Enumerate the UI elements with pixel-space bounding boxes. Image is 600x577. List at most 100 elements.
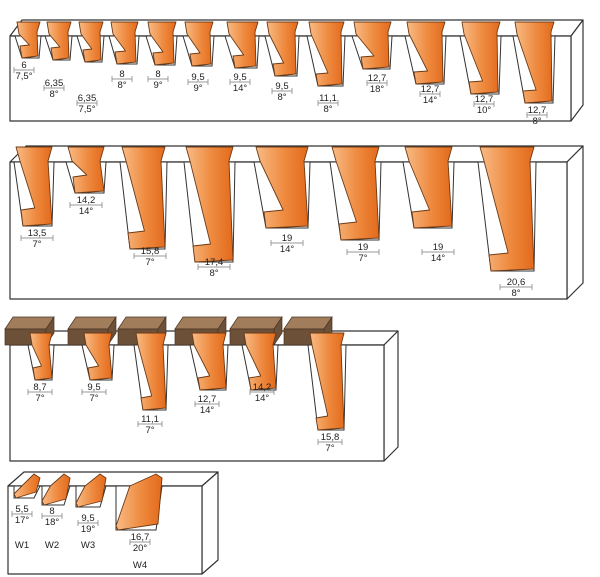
row-2-bit-8 [477, 146, 537, 272]
row-4-bit-3-code-label: W3 [81, 540, 95, 551]
row-1-bit-7-width-label: 9,5 [233, 72, 246, 83]
row-1-bit-2-dimension: 6,358° [43, 78, 65, 100]
row-1-bit-8 [264, 21, 300, 77]
row-3-bit-5-angle-label: 14° [255, 393, 270, 404]
row-2-bit-8-dimension: 20,68° [499, 277, 533, 299]
row-1-bit-3-width-label: 6,35 [78, 93, 97, 104]
row-1-bit-6-bit-profile [184, 21, 214, 67]
row-2-bit-4-angle-label: 8° [209, 268, 218, 279]
row-1-bit-3-angle-label: 7,5° [78, 104, 95, 115]
row-1-bit-9-bit-profile [308, 21, 345, 87]
row-4-bit-2-width-label: 8 [49, 506, 54, 517]
row-1-bit-1 [14, 21, 42, 59]
row-1-bit-7-angle-label: 14° [233, 83, 248, 94]
row-3-bits: 8,77°9,57°11,17°12,714°14,214°15,87° [4, 315, 347, 454]
row-3-bit-3-angle-label: 7° [145, 425, 154, 436]
row-4-bit-1-angle-label: 17° [15, 515, 30, 526]
row-1-bit-2-bit-profile [46, 21, 72, 61]
row-1-bit-2-width-label: 6,35 [45, 78, 64, 89]
row-3-bit-5-bit-profile [243, 332, 277, 391]
row-2-bit-2-bit-profile [67, 146, 105, 194]
row-4-block-front [7, 485, 203, 575]
row-1-bit-8-width-label: 9,5 [275, 81, 288, 92]
row-1-bit-1-width-label: 6 [21, 60, 26, 71]
row-1-bit-13-dimension: 12,78° [526, 105, 548, 127]
row-1-bit-4-width-label: 8 [119, 69, 124, 80]
row-3-bit-3-width-label: 11,1 [141, 414, 159, 425]
row-1-bit-5 [145, 21, 178, 66]
row-1-bit-12 [459, 21, 502, 95]
row-2-bit-8-width-label: 20,6 [507, 277, 526, 288]
row-3-bit-4-width-label: 12,7 [198, 394, 217, 405]
row-1-bit-10-dimension: 12,718° [366, 73, 388, 95]
row-4-bit-4-width-label: 16,7 [131, 532, 150, 543]
row-2-bit-6 [329, 146, 382, 241]
row-2-bit-4-bit-profile [185, 146, 234, 263]
row-2-bit-6-width-label: 19 [358, 242, 369, 253]
row-2-bit-1-dimension: 13,57° [20, 228, 54, 250]
row-1-bit-8-bit-profile [266, 21, 299, 77]
row-4-bit-3-bit-profile [75, 473, 107, 508]
row-4-bit-1-code-label: W1 [15, 540, 29, 551]
row-4-bit-1-width-label: 5,5 [15, 504, 28, 515]
row-1-bit-7-dimension: 9,514° [229, 72, 251, 94]
row-2-bit-6-bit-profile [331, 146, 380, 241]
row-2-bit-5 [253, 146, 311, 229]
row-1-bit-5-angle-label: 9° [153, 80, 162, 91]
row-3-block-side [383, 330, 399, 462]
row-2-bit-2 [65, 146, 107, 194]
row-1-bit-9-dimension: 11,18° [317, 93, 339, 115]
row-1-bit-11 [404, 21, 447, 85]
row-4-bit-1-dimension: 5,517° [11, 504, 33, 526]
row-3-bit-2-angle-label: 7° [89, 393, 98, 404]
row-2-bit-5-width-label: 19 [282, 233, 293, 244]
row-3-bit-3 [133, 332, 169, 411]
row-1-bit-10-width-label: 12,7 [368, 73, 387, 84]
row-2-bit-7-angle-label: 14° [431, 253, 446, 264]
row-3-bit-2 [81, 332, 115, 381]
row-1-bit-11-width-label: 12,7 [421, 84, 440, 95]
row-4-bit-4-angle-label: 20° [133, 543, 148, 554]
row-3-bit-6 [307, 332, 347, 431]
row-1-bit-10-angle-label: 18° [370, 84, 385, 95]
row-2-bits: 13,57°14,214°15,87°17,48°1914°197°1914°2… [13, 146, 537, 299]
row-1-bit-12-angle-label: 10° [477, 105, 492, 116]
row-1-bit-12-dimension: 12,710° [473, 94, 495, 116]
row-1-bit-10 [351, 21, 393, 70]
row-3-bit-2-dimension: 9,57° [81, 382, 107, 404]
row-4-block-side [201, 471, 219, 575]
row-1-bit-1-angle-label: 7,5° [15, 71, 32, 82]
row-2-bit-3-width-label: 15,8 [141, 246, 160, 257]
row-3-bit-2-bit-profile [83, 332, 113, 381]
row-4-block [7, 471, 219, 575]
row-1-bit-1-bit-profile [16, 21, 41, 59]
row-1-block-side [570, 19, 584, 122]
row-2-bit-8-bit-profile [479, 146, 535, 272]
row-1-bit-7-bit-profile [226, 21, 259, 69]
row-3-bit-4-bit-profile [191, 332, 227, 391]
row-4-bit-4-dimension: 16,720° [129, 532, 151, 554]
row-1-bits: 67,5°6,358°6,357,5°88°89°9,59°9,514°9,58… [13, 21, 556, 127]
row-4-bit-2-bit-profile [41, 473, 71, 506]
row-2-bit-4-width-label: 17,4 [205, 257, 224, 268]
row-3-bit-6-angle-label: 7° [325, 443, 334, 454]
row-1-bit-9 [306, 21, 346, 87]
row-3-bit-6-width-label: 15,8 [321, 432, 340, 443]
row-3-bit-1-bit-profile [29, 332, 53, 381]
row-1-bit-3-dimension: 6,357,5° [76, 93, 98, 115]
row-2-bit-4-dimension: 17,48° [197, 257, 231, 279]
row-2-bit-7 [402, 146, 455, 229]
row-1-bit-2-angle-label: 8° [49, 89, 58, 100]
row-4-bit-1 [13, 473, 41, 499]
row-1-bit-13 [512, 21, 556, 104]
row-1-bit-6-dimension: 9,59° [187, 72, 209, 94]
row-1-bit-4-dimension: 88° [111, 69, 133, 91]
row-2-bit-5-angle-label: 14° [280, 244, 295, 255]
row-2-bit-3 [119, 146, 168, 250]
row-2-bit-2-angle-label: 14° [79, 206, 94, 217]
row-2-bit-7-width-label: 19 [433, 242, 444, 253]
row-2-bit-6-angle-label: 7° [358, 253, 367, 264]
row-1-bit-7 [224, 21, 260, 69]
row-2-bit-6-dimension: 197° [346, 242, 380, 264]
